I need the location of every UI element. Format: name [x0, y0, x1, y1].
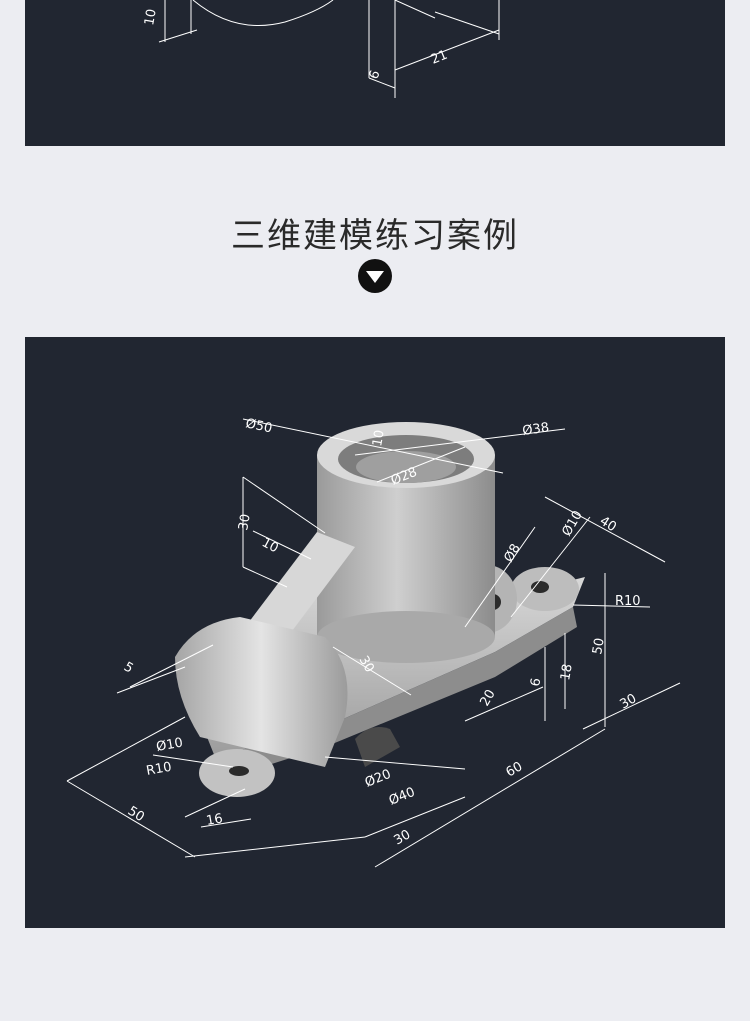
- dim-label: 50: [590, 637, 608, 656]
- dim-label: 10: [259, 535, 281, 556]
- dim-label: 40: [597, 514, 619, 535]
- dim-label: 30: [618, 691, 640, 712]
- cylinder-bottom: [317, 611, 495, 663]
- dim-label: R10: [145, 760, 173, 779]
- top-drawing-panel: 10 21 6: [25, 0, 725, 146]
- dim-label: 30: [236, 513, 254, 532]
- dim-label: Ø50: [244, 416, 273, 436]
- dim-label: Ø40: [387, 785, 417, 809]
- isometric-cad-model: Ø50 Ø38 Ø28 10 30 10 Ø8 Ø10 40 R10 50 5 …: [66, 416, 681, 868]
- left-ear-hole: [229, 766, 249, 776]
- dim-label: 10: [370, 429, 388, 448]
- dim-label: 30: [392, 827, 414, 848]
- dim-label: Ø20: [363, 767, 393, 791]
- dim-label: 21: [429, 48, 450, 68]
- dimension-lines: [66, 418, 681, 868]
- dim-label: 16: [205, 811, 224, 829]
- dim-line-6: [368, 77, 396, 89]
- part-arc: [192, 0, 334, 27]
- right-ear-hole: [531, 581, 549, 593]
- chevron-down-circle-icon: [358, 259, 392, 293]
- dim-label: 6: [367, 68, 384, 81]
- dim-label: 20: [477, 687, 498, 709]
- dim-label: 6: [528, 677, 544, 688]
- dim-label: 18: [558, 663, 576, 682]
- box-edge-3: [394, 0, 436, 19]
- dim-label: R10: [615, 594, 641, 609]
- top-cad-drawing: 10 21 6: [142, 0, 500, 98]
- dim-label: 30: [356, 654, 377, 676]
- dim-label: 10: [142, 8, 160, 27]
- half-cylinder: [175, 617, 348, 767]
- cylinder-inner-bore: [356, 451, 456, 483]
- dim-label: Ø8: [501, 541, 523, 565]
- dim-label: Ø10: [155, 736, 184, 755]
- dim-label: 5: [121, 659, 136, 676]
- dim-line-21: [394, 29, 500, 71]
- dim-label: 60: [504, 759, 526, 780]
- dim-label: Ø38: [521, 420, 550, 439]
- main-drawing-panel: Ø50 Ø38 Ø28 10 30 10 Ø8 Ø10 40 R10 50 5 …: [25, 337, 725, 928]
- half-cylinder-bore: [355, 726, 400, 767]
- ext-line-right: [434, 11, 500, 35]
- dim-label: 50: [125, 804, 147, 825]
- dim-label: Ø10: [559, 508, 585, 539]
- section-heading: 三维建模练习案例: [231, 216, 519, 256]
